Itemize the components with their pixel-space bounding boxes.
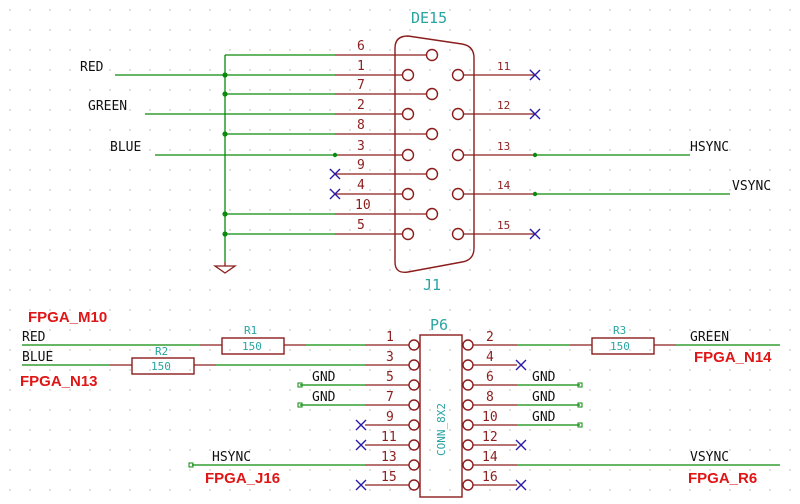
j1-pin-3: 3: [357, 139, 365, 154]
p6-net-label-gnd-5: GND: [312, 370, 336, 385]
resistor-r1-body: [221, 337, 285, 355]
j1-pin-4: 4: [357, 178, 365, 193]
net-label-green: GREEN: [88, 99, 127, 114]
de15-right-pins: [463, 74, 535, 235]
resistor-r3-reference: R3: [613, 324, 626, 337]
j1-pin-8: 8: [357, 118, 365, 133]
resistor-r1[interactable]: R1 150: [221, 324, 285, 355]
p6-pin-16: 16: [482, 470, 498, 485]
p6-pin-11: 11: [381, 430, 397, 445]
j1-pin-13: 13: [497, 140, 510, 153]
j1-pin-5: 5: [357, 218, 365, 233]
p6-connector[interactable]: P6 CONN_8X2 1 3 5 7 9 11: [365, 316, 517, 498]
p6-net-label-gnd-10: GND: [532, 410, 556, 425]
p6-pin-3: 3: [386, 350, 394, 365]
resistor-r3-body: [591, 337, 655, 355]
p6-body: [419, 334, 463, 498]
j1-reference-label: J1: [423, 276, 441, 294]
j1-pin-7: 7: [357, 78, 365, 93]
p6-net-label-hsync: HSYNC: [212, 450, 251, 465]
ground-symbol-icon: [212, 262, 238, 274]
de15-connector-shell: [394, 35, 475, 273]
j1-pin-9: 9: [357, 158, 365, 173]
p6-pin-5: 5: [386, 370, 394, 385]
p6-wiring: [22, 344, 780, 468]
j1-pin-14: 14: [497, 179, 511, 192]
p6-pin-10: 10: [482, 410, 498, 425]
p6-pin-8: 8: [486, 390, 494, 405]
p6-pin-6: 6: [486, 370, 494, 385]
p6-pin-7: 7: [386, 390, 394, 405]
j1-pin-6: 6: [357, 39, 365, 54]
p6-net-label-green: GREEN: [690, 330, 729, 345]
fpga-label-green: FPGA_N14: [694, 349, 772, 366]
fpga-label-vsync: FPGA_R6: [688, 470, 757, 487]
p6-pin-12: 12: [482, 430, 498, 445]
p6-net-label-red: RED: [22, 330, 46, 345]
p6-pin-15: 15: [381, 470, 397, 485]
resistor-r2[interactable]: R2 150: [131, 345, 195, 375]
de15-wiring: [115, 54, 730, 262]
resistor-r1-value: 150: [242, 340, 262, 353]
p6-net-label-gnd-6: GND: [532, 370, 556, 385]
no-connect-icons: [329, 69, 541, 240]
resistor-r1-reference: R1: [244, 324, 257, 337]
j1-pin-10: 10: [355, 198, 371, 213]
net-label-red: RED: [80, 60, 104, 75]
j1-pin-12: 12: [497, 99, 510, 112]
j1-value-label: DE15: [411, 9, 447, 27]
p6-net-label-vsync: VSYNC: [690, 450, 729, 465]
j1-pin-1: 1: [357, 59, 365, 74]
p6-right-pins: [462, 339, 517, 491]
p6-net-label-gnd-7: GND: [312, 390, 336, 405]
p6-pin-9: 9: [386, 410, 394, 425]
p6-pin-13: 13: [381, 450, 397, 465]
p6-value-label: CONN_8X2: [435, 403, 448, 456]
p6-left-pins: [365, 339, 420, 491]
fpga-label-red: FPGA_M10: [28, 309, 107, 326]
p6-pin-1: 1: [386, 330, 394, 345]
resistor-r2-value: 150: [151, 360, 171, 373]
resistor-r3[interactable]: R3 150: [591, 324, 655, 355]
fpga-label-blue: FPGA_N13: [20, 373, 98, 390]
de15-connector[interactable]: 6 1 7 2 8 3 9 4 10 5 11 12 13 14 15 DE15…: [335, 9, 535, 294]
net-label-blue: BLUE: [110, 140, 141, 155]
j1-pin-2: 2: [357, 98, 365, 113]
p6-pin-14: 14: [482, 450, 498, 465]
resistor-r2-reference: R2: [155, 345, 168, 358]
net-label-vsync: VSYNC: [732, 179, 771, 194]
p6-net-label-blue: BLUE: [22, 350, 53, 365]
p6-reference-label: P6: [430, 316, 448, 334]
p6-pin-4: 4: [486, 350, 494, 365]
resistor-r2-body: [131, 357, 195, 375]
j1-pin-15: 15: [497, 219, 510, 232]
j1-pin-11: 11: [497, 60, 510, 73]
net-label-hsync: HSYNC: [690, 140, 729, 155]
fpga-label-hsync: FPGA_J16: [205, 470, 280, 487]
de15-left-pins: [335, 54, 427, 235]
p6-pin-2: 2: [486, 330, 494, 345]
resistor-r3-value: 150: [610, 340, 630, 353]
p6-net-label-gnd-8: GND: [532, 390, 556, 405]
p6-no-connect-icons: [355, 359, 527, 491]
